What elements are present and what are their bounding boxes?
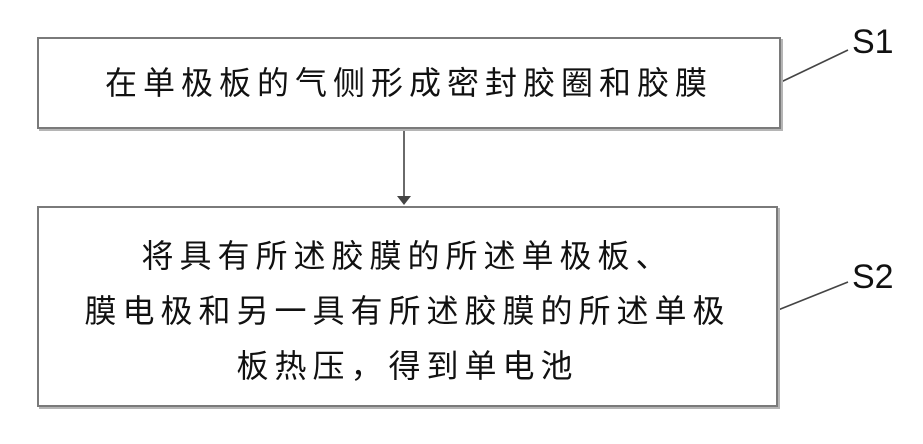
step-s2-text-line-2: 膜电极和另一具有所述胶膜的所述单极	[39, 291, 776, 331]
step-s1-text: 在单极板的气侧形成密封胶圈和胶膜	[39, 63, 779, 103]
leader-line-s1	[781, 50, 848, 82]
step-label-s2: S2	[852, 257, 894, 297]
step-s2-text-line-1: 将具有所述胶膜的所述单极板、	[39, 236, 776, 276]
step-box-s1: 在单极板的气侧形成密封胶圈和胶膜	[37, 37, 781, 129]
step-label-s1: S1	[852, 22, 894, 62]
flow-arrow-head	[397, 196, 411, 205]
step-s2-text-line-3: 板热压，得到单电池	[39, 346, 776, 386]
step-box-s2: 将具有所述胶膜的所述单极板、 膜电极和另一具有所述胶膜的所述单极 板热压，得到单…	[37, 206, 778, 407]
leader-line-s2	[778, 282, 848, 310]
